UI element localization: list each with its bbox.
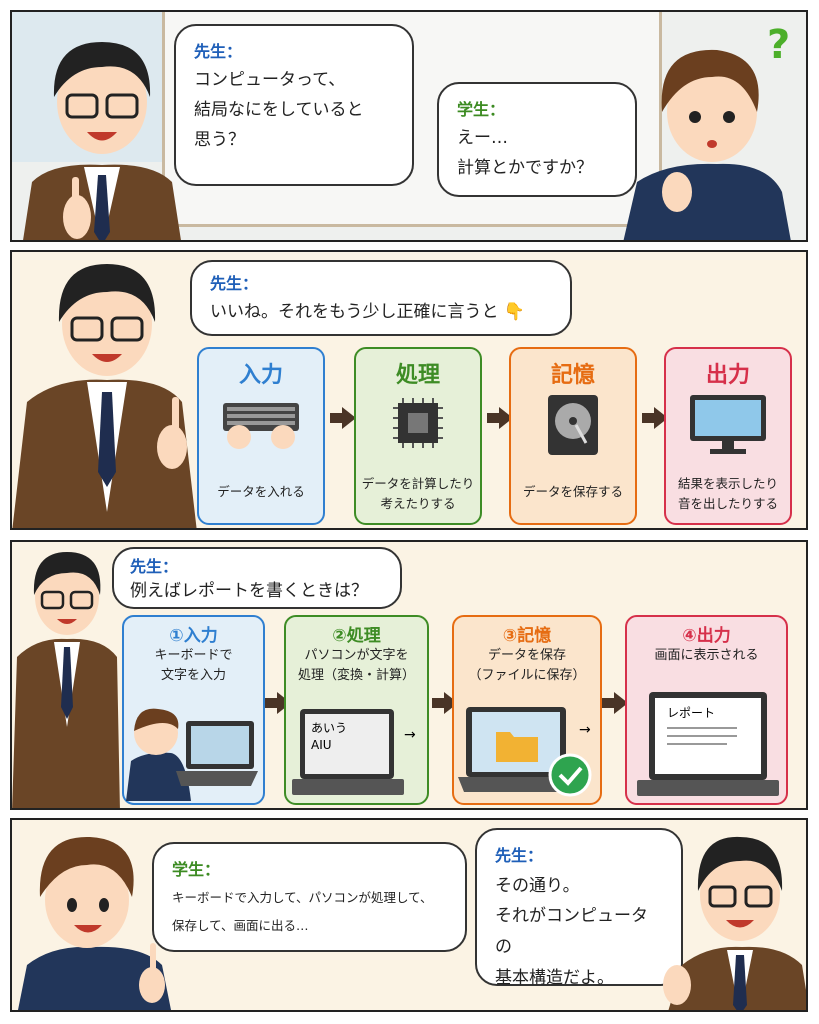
speaker-label: 学生：: [172, 860, 221, 879]
speech-line: 思う？: [194, 129, 245, 150]
teacher-character: [663, 836, 806, 1010]
teacher-speech-bubble: 先生： その通り。 それがコンピュータの 基本構造だよ。: [475, 828, 683, 988]
example-card-process: ②処理 パソコンが文字を処理（変換・計算） あいう AIU →: [284, 615, 429, 805]
teacher-character: [12, 264, 197, 528]
panel-2: 先生： いいね。それをもう少し正確に言うと 👇 入力 データを入れる 処理 デー…: [10, 250, 808, 530]
speech-line: 結局なにをしていると: [194, 99, 364, 120]
speech-line: 例えばレポートを書くときは？: [130, 581, 368, 601]
step-title: ③記憶: [502, 626, 552, 646]
desc-line: データを計算したり: [361, 476, 475, 491]
speech-line: それがコンピュータの: [495, 906, 648, 957]
example-card-memory: ③記憶 データを保存 （ファイルに保存） →: [452, 615, 602, 805]
step-title: ②処理: [332, 626, 381, 646]
desc-line: （ファイルに保存）: [468, 667, 586, 683]
arrow-right-icon: [602, 692, 628, 714]
speaker-label: 先生：: [495, 846, 544, 865]
laptop-icon: レポート: [649, 692, 767, 780]
student-speech-bubble: 学生： えー… 計算とかですか？: [437, 82, 637, 197]
student-character: [623, 49, 791, 240]
step-desc: データを計算したり考えたりする: [356, 474, 480, 514]
student-character: [18, 836, 171, 1010]
step-desc: データを保存する: [522, 484, 623, 499]
hard-disk-icon: [548, 395, 598, 455]
step-title: 記憶: [550, 363, 595, 388]
speech-line: 計算とかですか？: [457, 157, 593, 178]
step-desc: データを保存 （ファイルに保存）: [454, 646, 600, 685]
screen-text: あいう: [311, 721, 348, 735]
laptop-icon: あいう AIU: [300, 709, 394, 779]
step-card-memory: 記憶 データを保存する: [509, 347, 637, 525]
laptop-folder-saved-illustration: [458, 707, 592, 797]
keyboard-icon: [223, 403, 299, 449]
step-desc: データを入れる: [217, 484, 305, 499]
screen-text: レポート: [667, 706, 716, 720]
teacher-speech-bubble: 先生： コンピュータって、 結局なにをしていると 思う？: [174, 24, 414, 186]
cpu-chip-icon: [393, 398, 443, 448]
speaker-label: 学生：: [457, 100, 506, 119]
laptop-keyboard: [637, 780, 779, 796]
teacher-character: [12, 552, 120, 808]
speech-line: キーボードで入力して、パソコンが処理して、: [172, 890, 433, 905]
desc-line: 結果を表示したり: [677, 476, 778, 491]
step-title: ①入力: [169, 626, 218, 646]
screen-text: AIU: [311, 737, 332, 752]
example-card-output: ④出力 画面に表示される レポート: [625, 615, 788, 805]
laptop-keyboard: [292, 779, 404, 795]
step-title: 出力: [705, 363, 750, 388]
desc-line: 考えたりする: [380, 496, 456, 511]
speech-line: 基本構造だよ。: [495, 967, 614, 988]
step-title: 入力: [238, 363, 283, 388]
pointing-down-icon: 👇: [503, 302, 526, 322]
desc-line: 処理（変換・計算）: [297, 667, 415, 683]
question-mark-icon: ?: [767, 22, 791, 68]
teacher-character: [23, 42, 181, 240]
speech-text: キーボードで入力して、パソコンが処理して、保存して、画面に出る…: [172, 884, 447, 939]
step-desc: パソコンが文字を処理（変換・計算）: [286, 646, 427, 685]
report-document: レポート: [655, 698, 761, 774]
monitor-icon: [690, 395, 766, 454]
step-card-process: 処理 データを計算したり考えたりする: [354, 347, 482, 525]
step-title: 処理: [395, 363, 440, 388]
step-desc: 結果を表示したり音を出したりする: [666, 474, 790, 514]
speech-line: 保存して、画面に出る…: [172, 917, 309, 933]
laptop-screen: あいう AIU: [305, 714, 389, 774]
student-speech-bubble: 学生： キーボードで入力して、パソコンが処理して、保存して、画面に出る…: [152, 842, 467, 952]
student-typing-laptop-illustration: [126, 708, 258, 801]
teacher-speech-bubble: 先生： いいね。それをもう少し正確に言うと 👇: [190, 260, 572, 336]
panel-3: 先生： 例えばレポートを書くときは？ ①入力 キーボードで文字を入力 ②処理 パ…: [10, 540, 808, 810]
panel-1: 先生： コンピュータって、 結局なにをしていると 思う？ 学生： えー… 計算と…: [10, 10, 808, 242]
step-title: ④出力: [682, 626, 731, 646]
arrow-small-icon: →: [579, 722, 591, 738]
desc-line: 音を出したりする: [677, 496, 778, 511]
desc-line: 文字を入力: [160, 667, 226, 683]
speaker-label: 先生：: [194, 42, 243, 61]
speech-line: コンピュータって、: [194, 70, 346, 90]
speech-line: いいね。それをもう少し正確に言うと: [210, 302, 499, 322]
desc-line: キーボードで: [154, 648, 233, 663]
speaker-label: 先生：: [130, 557, 179, 576]
panel-4: 学生： キーボードで入力して、パソコンが処理して、保存して、画面に出る… 先生：…: [10, 818, 808, 1012]
teacher-speech-bubble: 先生： 例えばレポートを書くときは？: [112, 547, 402, 609]
example-card-input: ①入力 キーボードで文字を入力: [122, 615, 265, 805]
step-card-input: 入力 データを入れる: [197, 347, 325, 525]
step-desc: キーボードで文字を入力: [124, 646, 263, 685]
speaker-label: 先生：: [210, 274, 259, 293]
desc-line: パソコンが文字を: [304, 648, 409, 663]
speech-line: えー…: [457, 128, 508, 148]
step-desc: 画面に表示される: [654, 648, 759, 663]
arrow-right-icon: [330, 407, 356, 429]
desc-line: データを保存: [487, 648, 566, 663]
step-card-output: 出力 結果を表示したり音を出したりする: [664, 347, 792, 525]
arrow-small-icon: →: [404, 727, 416, 743]
speech-line: その通り。: [495, 875, 580, 896]
